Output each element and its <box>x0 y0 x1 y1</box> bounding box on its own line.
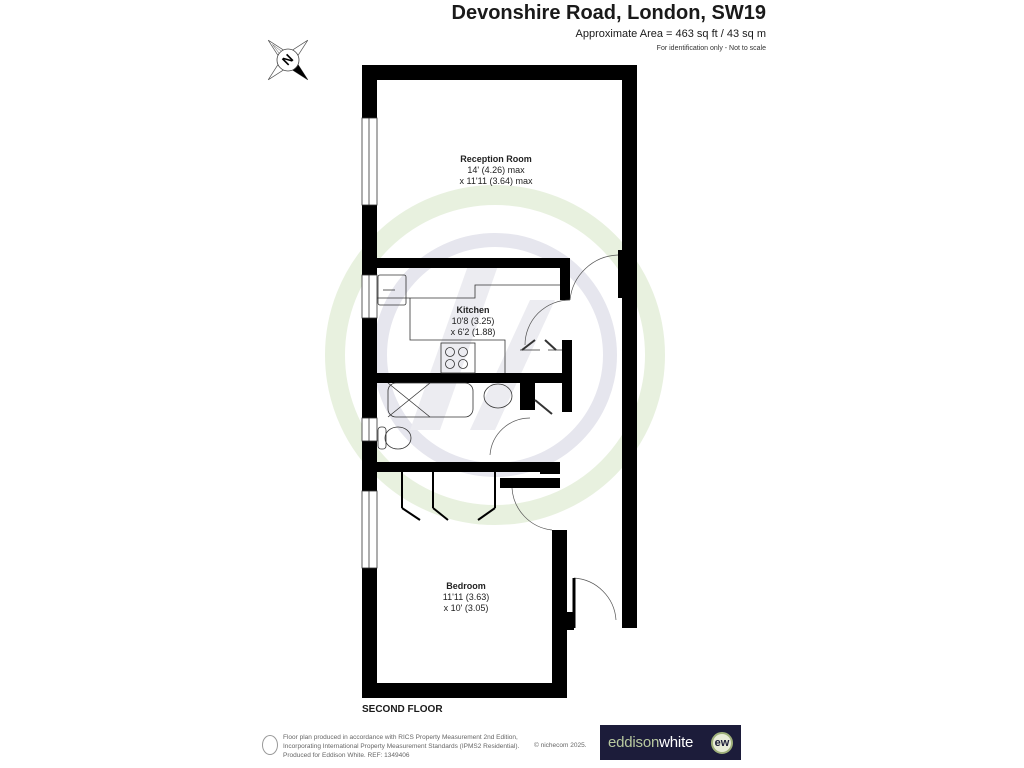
room-kitchen: Kitchen 10'8 (3.25) x 6'2 (1.88) <box>451 305 496 338</box>
room-dimension: x 11'11 (3.64) max <box>459 176 533 186</box>
door-swings <box>489 254 619 628</box>
kitchen-fixtures <box>377 274 562 374</box>
footnote-line: Produced for Eddison White. REF: 1349406 <box>283 752 410 759</box>
toilet-icon <box>377 426 387 450</box>
wardrobes <box>401 472 496 521</box>
copyright: © nichecom 2025. <box>534 742 587 749</box>
scale-disclaimer: For identification only - Not to scale <box>656 45 766 52</box>
person-info-icon <box>262 735 278 755</box>
room-dimension: 14' (4.26) max <box>467 165 525 175</box>
footnote-line: Incorporating International Property Mea… <box>283 743 520 750</box>
room-name: Bedroom <box>446 581 486 591</box>
sink-icon <box>377 274 407 306</box>
approximate-area: Approximate Area = 463 sq ft / 43 sq m <box>575 28 766 40</box>
bath-icon <box>387 382 474 418</box>
compass-north-icon <box>267 39 309 81</box>
room-name: Kitchen <box>456 305 490 315</box>
logo-badge-icon: ew <box>711 731 733 754</box>
room-bedroom: Bedroom 11'11 (3.63) x 10' (3.05) <box>443 581 489 614</box>
walls <box>362 65 637 698</box>
floor-label: SECOND FLOOR <box>362 704 443 715</box>
room-dimension: 11'11 (3.63) <box>442 592 490 602</box>
room-dimension: x 6'2 (1.88) <box>450 327 496 337</box>
room-name: Reception Room <box>460 154 532 164</box>
rics-footnote: Floor plan produced in accordance with R… <box>283 733 519 760</box>
footnote-line: Floor plan produced in accordance with R… <box>283 734 518 741</box>
property-title: Devonshire Road, London, SW19 <box>451 2 766 24</box>
room-dimension: x 10' (3.05) <box>443 603 489 613</box>
room-dimension: 10'8 (3.25) <box>451 316 495 326</box>
eddison-white-logo: eddisonwhite ew <box>600 725 741 760</box>
room-reception: Reception Room 14' (4.26) max x 11'11 (3… <box>460 154 533 187</box>
hob-icon <box>440 342 476 374</box>
windows <box>361 117 378 569</box>
bathroom-fixtures <box>377 382 553 450</box>
washbasin-icon <box>483 383 513 409</box>
logo-wordmark: eddisonwhite <box>608 734 694 751</box>
